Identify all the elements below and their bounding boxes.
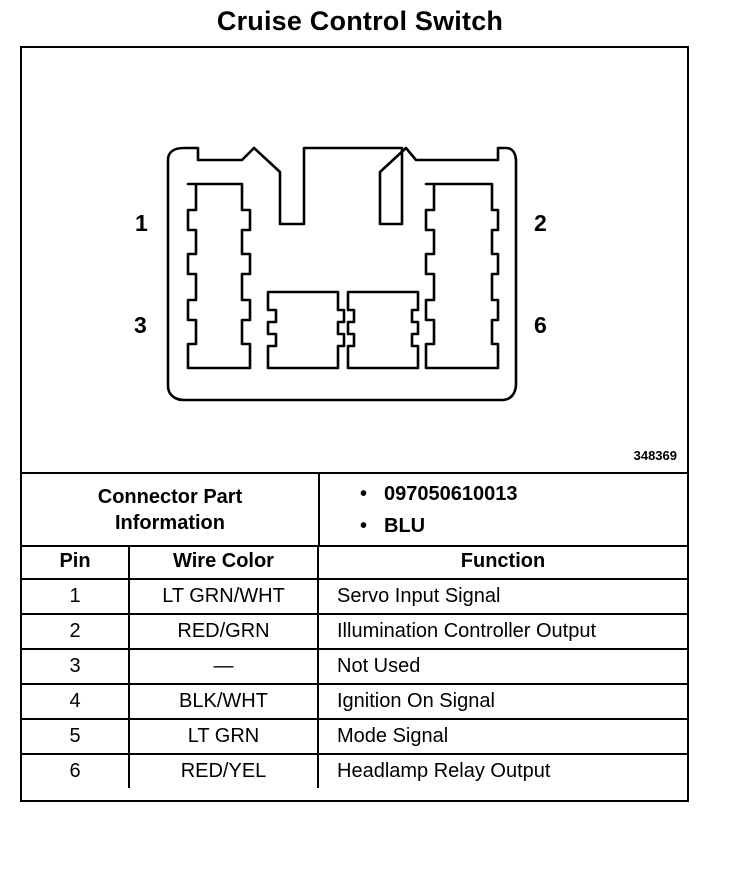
pin-number: 4 bbox=[22, 683, 130, 720]
connector-info-values: • 097050610013 • BLU bbox=[320, 478, 680, 542]
connector-color-item: • BLU bbox=[320, 510, 680, 542]
header-wire-color: Wire Color bbox=[128, 545, 319, 580]
pin-function: Headlamp Relay Output bbox=[317, 753, 687, 788]
table-row: 1 LT GRN/WHT Servo Input Signal bbox=[22, 578, 687, 615]
connector-info-label-line1: Connector Part bbox=[97, 485, 243, 508]
pin-function: Not Used bbox=[317, 648, 687, 685]
table-row: 3 — Not Used bbox=[22, 648, 687, 685]
table-row: 2 RED/GRN Illumination Controller Output bbox=[22, 613, 687, 650]
pin-label-2: 2 bbox=[534, 210, 547, 236]
table-row: 4 BLK/WHT Ignition On Signal bbox=[22, 683, 687, 720]
pin-cavity-right bbox=[424, 182, 500, 370]
connector-color: BLU bbox=[384, 515, 426, 537]
connector-info-label: Connector Part Information bbox=[22, 474, 320, 545]
wire-color: BLK/WHT bbox=[128, 683, 319, 720]
pin-number: 6 bbox=[22, 753, 130, 788]
bullet: • bbox=[360, 515, 368, 537]
pin-label-1: 1 bbox=[135, 210, 148, 236]
wire-color: RED/GRN bbox=[128, 613, 319, 650]
wire-color: LT GRN bbox=[128, 718, 319, 755]
pin-cavity-left bbox=[186, 182, 252, 370]
table-row: 5 LT GRN Mode Signal bbox=[22, 718, 687, 755]
wire-color: — bbox=[128, 648, 319, 685]
wire-color: RED/YEL bbox=[128, 753, 319, 788]
pin-label-6: 6 bbox=[534, 312, 547, 338]
pin-function: Ignition On Signal bbox=[317, 683, 687, 720]
connector-sheet: 1 2 3 6 348369 Connector Part Informatio… bbox=[20, 46, 689, 802]
pin-number: 3 bbox=[22, 648, 130, 685]
pin-number: 1 bbox=[22, 578, 130, 615]
connector-face-drawing bbox=[166, 146, 518, 402]
pin-table: Pin Wire Color Function 1 LT GRN/WHT Ser… bbox=[22, 545, 687, 788]
header-function: Function bbox=[317, 545, 687, 580]
header-pin: Pin bbox=[22, 545, 130, 580]
bullet: • bbox=[360, 483, 368, 505]
connector-info-row: Connector Part Information • 097050610013… bbox=[22, 474, 687, 547]
pin-table-header: Pin Wire Color Function bbox=[22, 545, 687, 580]
table-row: 6 RED/YEL Headlamp Relay Output bbox=[22, 753, 687, 788]
connector-housing bbox=[166, 146, 518, 402]
page-title: Cruise Control Switch bbox=[216, 6, 504, 36]
pin-function: Illumination Controller Output bbox=[317, 613, 687, 650]
pin-number: 5 bbox=[22, 718, 130, 755]
part-number: 097050610013 bbox=[384, 483, 518, 505]
pin-number: 2 bbox=[22, 613, 130, 650]
wire-color: LT GRN/WHT bbox=[128, 578, 319, 615]
pin-cavity-center-right bbox=[346, 290, 420, 370]
figure-number: 348369 bbox=[633, 448, 677, 463]
pin-cavity-center-left bbox=[266, 290, 346, 370]
connector-diagram: 1 2 3 6 348369 bbox=[22, 48, 687, 474]
part-number-item: • 097050610013 bbox=[320, 478, 680, 510]
connector-info-label-line2: Information bbox=[115, 511, 225, 534]
pin-label-3: 3 bbox=[134, 312, 147, 338]
pin-function: Servo Input Signal bbox=[317, 578, 687, 615]
pin-function: Mode Signal bbox=[317, 718, 687, 755]
